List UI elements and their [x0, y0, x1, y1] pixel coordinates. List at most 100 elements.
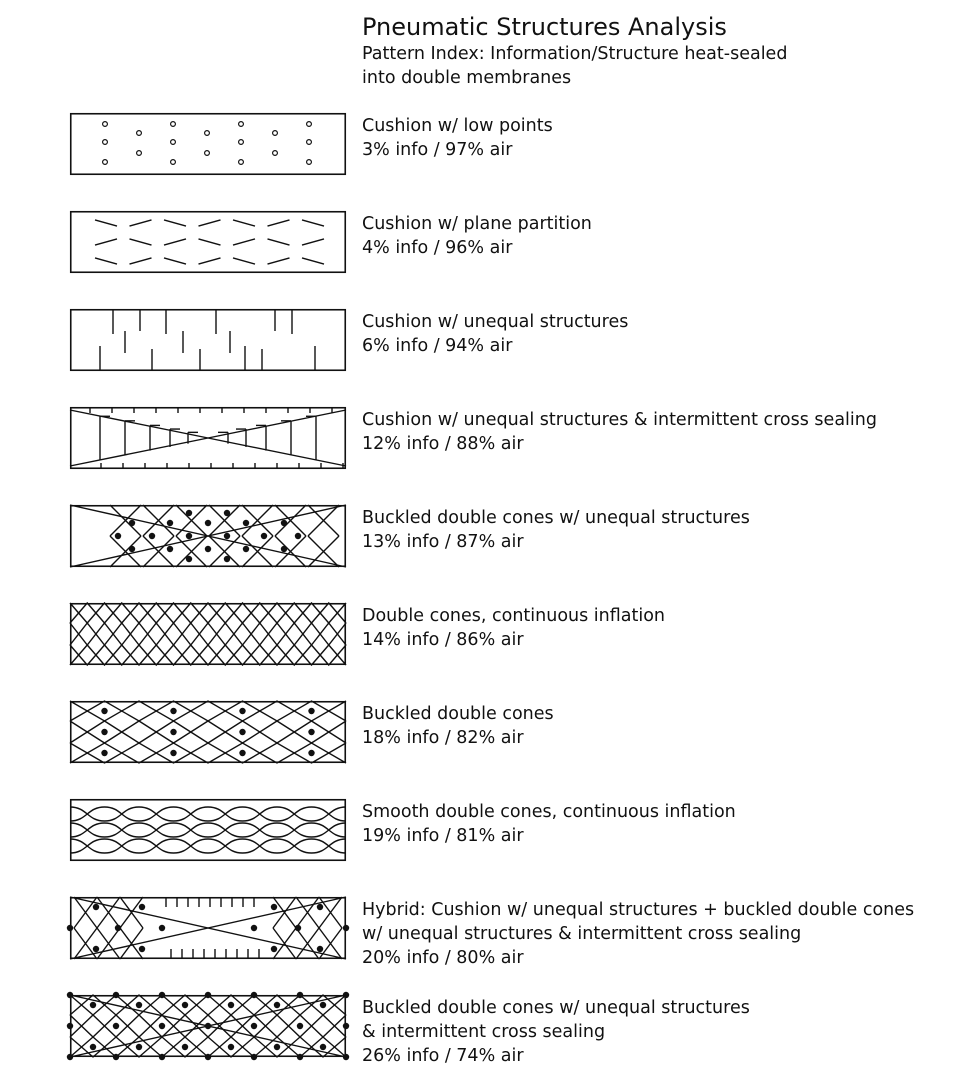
seal-point [239, 728, 246, 736]
seal-point [239, 707, 246, 715]
low-point [306, 121, 313, 128]
membrane-outline [69, 700, 347, 764]
seal-point [181, 1043, 189, 1051]
seal-curve [69, 838, 347, 854]
seal-line [241, 535, 274, 568]
pattern-diagram-low-points [69, 112, 347, 176]
pattern-label: Buckled double cones w/ unequal structur… [362, 998, 750, 1018]
seal-line [232, 219, 256, 227]
membrane-outline [69, 798, 347, 862]
pattern-diagram-buckled-cones [69, 700, 347, 764]
pattern-label: Cushion w/ unequal structures & intermit… [362, 410, 877, 430]
seal-point [148, 532, 156, 540]
seal-point [128, 545, 136, 553]
seal-line [208, 535, 241, 568]
seal-point [270, 903, 278, 911]
seal-line [69, 896, 347, 960]
seal-point [128, 519, 136, 527]
info-air-ratio: 20% info / 80% air [362, 948, 524, 968]
seal-point [101, 749, 108, 757]
low-point [169, 121, 176, 128]
seal-line [163, 238, 187, 246]
seal-line [119, 896, 144, 929]
seal-point [223, 509, 231, 517]
seal-point [242, 519, 250, 527]
seal-line [175, 535, 208, 568]
seal-point [138, 945, 146, 953]
seal-point [308, 728, 315, 736]
pattern-diagram-plane-partition [69, 210, 347, 274]
seal-line [274, 535, 307, 568]
info-air-ratio: 3% info / 97% air [362, 140, 513, 160]
pattern-svg [69, 210, 347, 274]
seal-line [69, 504, 347, 568]
low-point [238, 121, 245, 128]
low-point [169, 158, 176, 165]
seal-line [94, 238, 118, 246]
info-air-ratio: 26% info / 74% air [362, 1046, 524, 1066]
seal-point [185, 532, 193, 540]
seal-line [241, 504, 274, 537]
low-point [272, 130, 279, 137]
seal-point [170, 728, 177, 736]
seal-line [307, 504, 340, 537]
seal-point [185, 509, 193, 517]
low-point [306, 139, 313, 146]
seal-point [319, 1043, 327, 1051]
seal-curve [69, 806, 347, 822]
seal-curve [69, 720, 347, 744]
pattern-diagram-buckled-unequal [69, 504, 347, 568]
seal-point [308, 707, 315, 715]
pattern-svg [69, 406, 347, 470]
low-point [169, 139, 176, 146]
seal-line [318, 896, 343, 929]
seal-line [301, 257, 325, 265]
seal-line [274, 504, 307, 537]
seal-line [69, 409, 209, 439]
seal-line [142, 535, 175, 568]
seal-curve [69, 806, 347, 822]
page-title: Pneumatic Structures Analysis [362, 13, 727, 41]
membrane-outline [69, 896, 347, 960]
pattern-diagram-double-cones [69, 601, 347, 667]
seal-line [198, 219, 221, 227]
seal-line [129, 238, 152, 246]
seal-point [158, 1022, 166, 1030]
seal-point [296, 1022, 304, 1030]
info-air-ratio: 6% info / 94% air [362, 336, 513, 356]
pattern-description: Buckled double cones w/ unequal structur… [362, 996, 750, 1068]
pattern-svg [69, 700, 347, 764]
seal-point [227, 1001, 235, 1009]
seal-line [94, 257, 118, 265]
seal-line [295, 927, 320, 960]
seal-curve [69, 742, 347, 764]
seal-line [232, 257, 256, 265]
seal-line [267, 257, 290, 265]
seal-point [250, 924, 258, 932]
seal-point [166, 519, 174, 527]
seal-point [280, 519, 288, 527]
seal-point [101, 728, 108, 736]
pattern-label: Smooth double cones, continuous inflatio… [362, 802, 736, 822]
subtitle-line-1: Pattern Index: Information/Structure hea… [362, 44, 788, 64]
seal-point [316, 945, 324, 953]
info-air-ratio: 14% info / 86% air [362, 630, 524, 650]
low-point [101, 158, 108, 165]
seal-line [142, 504, 175, 537]
seal-point [242, 545, 250, 553]
seal-curve [69, 601, 347, 625]
seal-line [272, 896, 297, 929]
seal-line [198, 257, 221, 265]
seal-line [109, 535, 142, 568]
subtitle-line-2: into double membranes [362, 68, 572, 88]
seal-curve [69, 621, 347, 647]
info-air-ratio: 19% info / 81% air [362, 826, 524, 846]
seal-curve [69, 643, 347, 667]
low-point [135, 149, 142, 156]
seal-point [135, 1001, 143, 1009]
seal-line [109, 504, 142, 537]
seal-line [94, 219, 118, 227]
seal-curve [69, 621, 347, 647]
seal-point [223, 555, 231, 563]
